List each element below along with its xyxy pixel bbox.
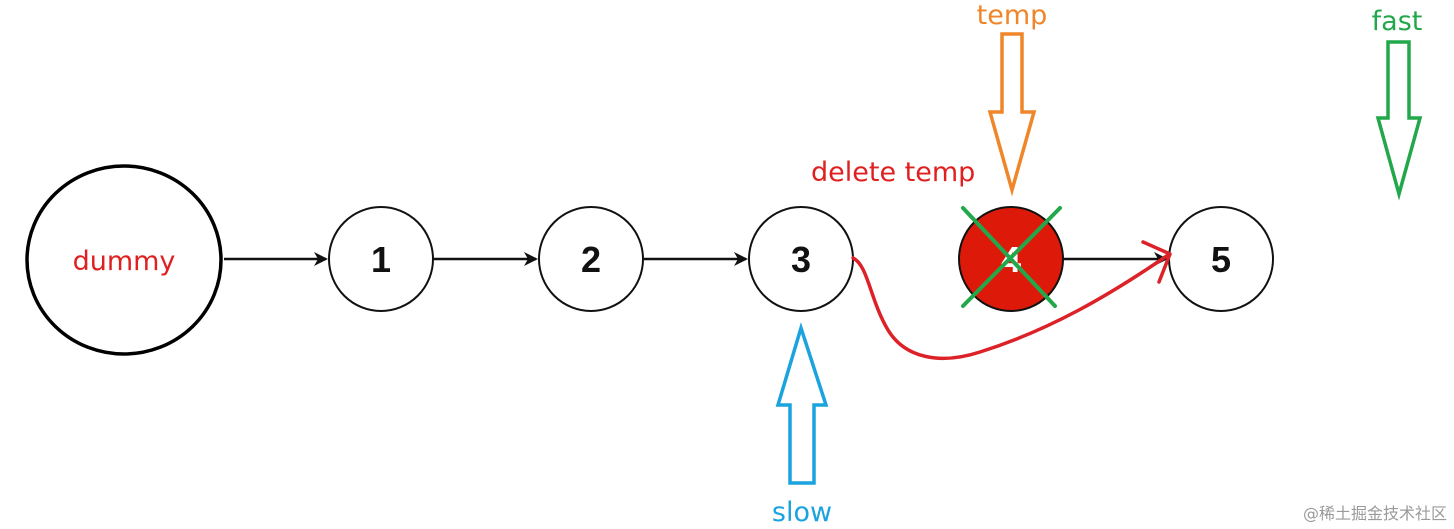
node-5: 5: [1168, 206, 1274, 312]
node-4-deleted: 4: [958, 206, 1064, 312]
cross-out-mark-b: [961, 206, 1062, 308]
slow-pointer-label: slow: [772, 497, 832, 528]
temp-pointer-label: temp: [977, 0, 1048, 31]
delete-temp-annotation: delete temp: [811, 157, 975, 188]
node-dummy-label: dummy: [73, 246, 176, 277]
reroute-arrowhead: [1141, 240, 1172, 284]
watermark-text: @稀土掘金技术社区: [1303, 504, 1447, 523]
node-3-label: 3: [791, 239, 811, 280]
node-dummy-circle: [25, 164, 223, 356]
node-1-label: 1: [371, 239, 391, 280]
temp-pointer-arrow: [987, 32, 1037, 197]
node-1-circle: [328, 206, 434, 312]
node-2: 2: [538, 206, 644, 312]
node-dummy: dummy: [25, 164, 223, 356]
node-3: 3: [748, 206, 854, 312]
node-2-label: 2: [581, 239, 601, 280]
fast-pointer-arrow: [1375, 40, 1423, 201]
reroute-arrow-3-to-5: [851, 253, 1170, 360]
node-1: 1: [328, 206, 434, 312]
node-5-label: 5: [1211, 239, 1231, 280]
fast-pointer-label: fast: [1372, 6, 1423, 37]
node-2-circle: [538, 206, 644, 312]
slow-pointer-arrow: [775, 322, 829, 485]
